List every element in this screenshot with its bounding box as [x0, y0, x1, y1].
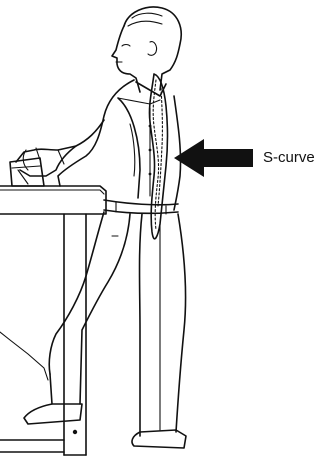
s-curve-label: S-curve — [263, 149, 315, 166]
spine-s-curve — [149, 74, 167, 239]
shoes — [24, 404, 186, 448]
head — [112, 7, 181, 92]
legs — [49, 212, 185, 436]
belt — [104, 200, 178, 214]
arrow-icon — [174, 139, 253, 177]
workbench — [0, 186, 106, 455]
